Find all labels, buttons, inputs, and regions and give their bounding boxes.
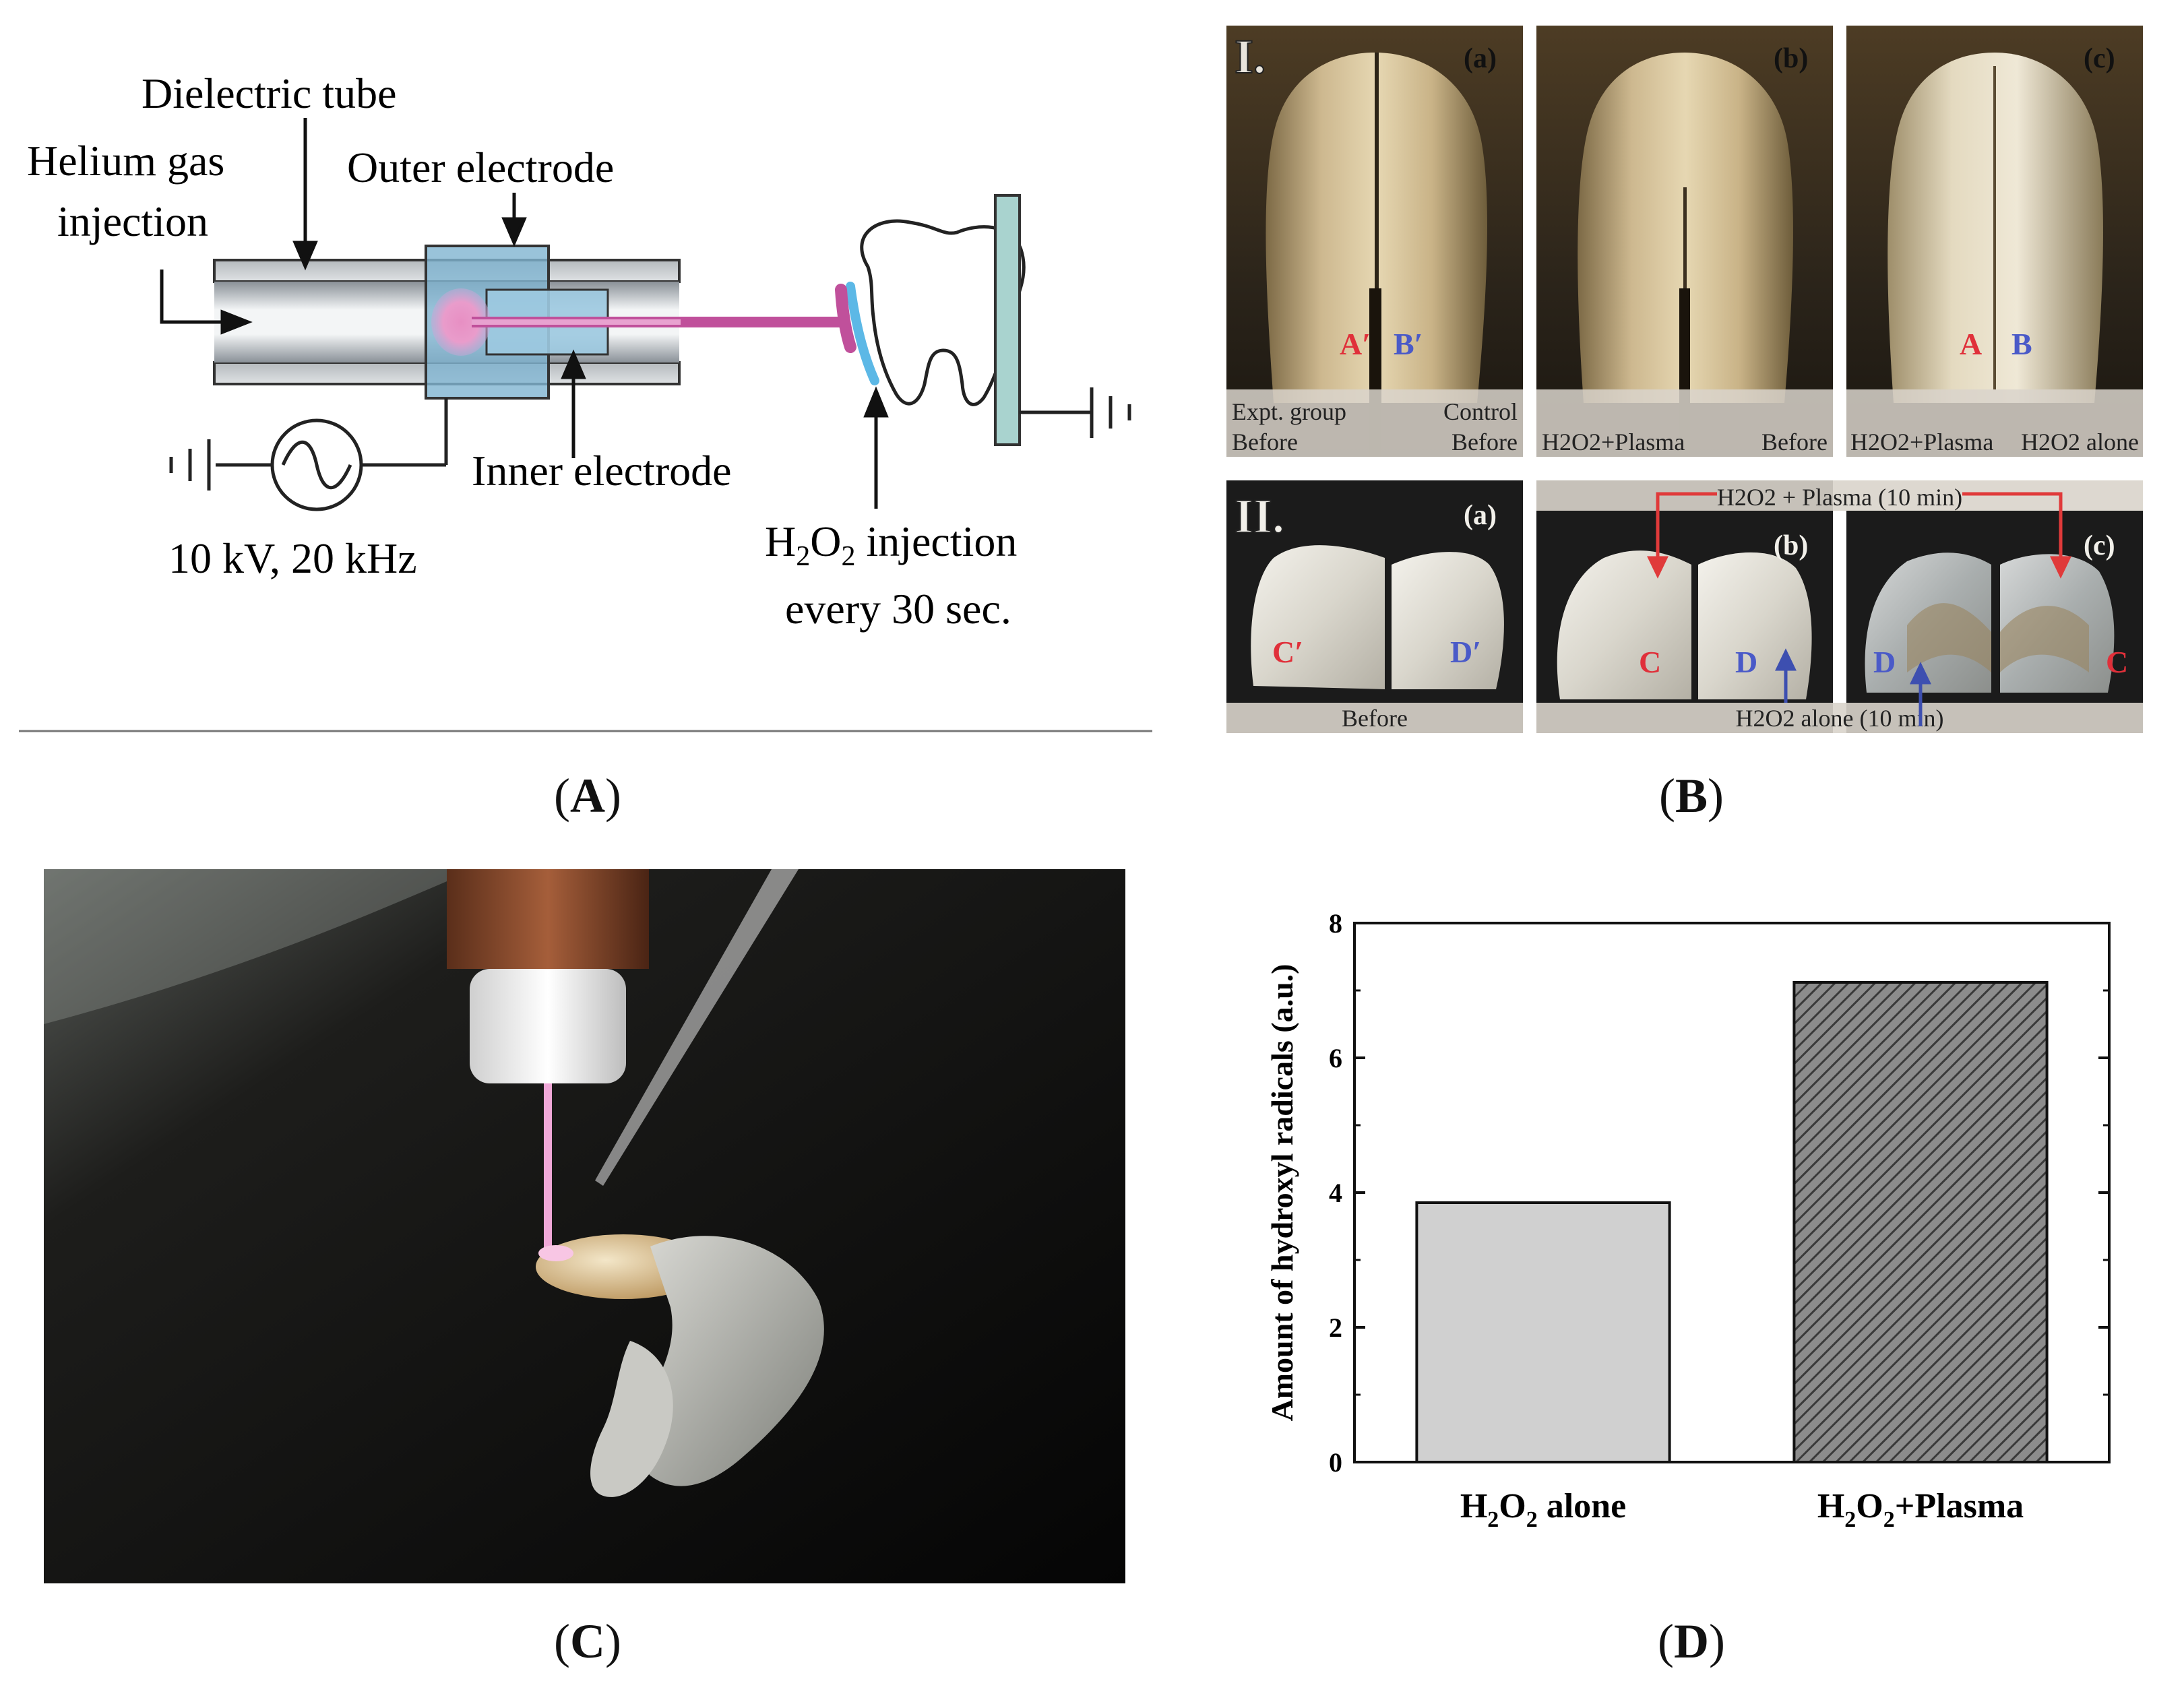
h2o2-film — [846, 282, 879, 385]
red-arrow-left — [1647, 492, 1717, 579]
tooth-lower-root — [590, 1341, 673, 1497]
mark-d-prime: D′ — [1450, 635, 1481, 669]
plasma-glow — [431, 288, 491, 356]
arrow-inner-electrode — [561, 349, 586, 458]
caption-d: (D) — [1658, 1614, 1725, 1668]
x-tick-label-0: H2O2 alone — [1460, 1487, 1626, 1532]
sub-ii-b: (b) — [1774, 530, 1808, 561]
mark-d-c: D — [1873, 645, 1896, 679]
bar-1 — [1792, 981, 2049, 1463]
plasma-contact — [835, 284, 856, 353]
label-h2o2-injection: H2O2 injection — [765, 517, 1017, 572]
ground-symbol-left — [169, 439, 211, 491]
roman-i: I. — [1235, 30, 1266, 84]
y-ticks: 0 2 4 6 8 — [1329, 908, 2109, 1478]
caption-a: (A) — [554, 769, 621, 823]
arrow-helium-injection — [160, 270, 253, 335]
red-arrow-right — [1962, 492, 2071, 579]
blue-arrow-b — [1775, 648, 1797, 703]
x-tick-label-1: H2O2+Plasma — [1817, 1487, 2024, 1532]
mark-a: A — [1960, 327, 1982, 361]
arrow-outer-electrode — [501, 193, 527, 247]
caption-c: (C) — [554, 1614, 621, 1668]
panel-b-photos: I. (a) (b) (c) A′ B′ Expt. group Before … — [1226, 26, 2143, 733]
mark-a-prime: A′ — [1340, 327, 1371, 361]
label-helium-line2: injection — [57, 197, 208, 245]
mark-b: B — [2011, 327, 2032, 361]
ii-a-bottom: Before — [1342, 705, 1408, 732]
mark-c-prime: C′ — [1272, 635, 1303, 669]
i-a-bottom-left-2: Before — [1232, 429, 1298, 455]
background-highlight — [44, 869, 475, 1024]
i-c-bottom-left: H2O2+Plasma — [1850, 429, 1993, 455]
sub-i-b: (b) — [1774, 43, 1808, 74]
panel-c-photo — [44, 869, 1125, 1583]
i-a-bottom-right-2: Before — [1452, 429, 1518, 455]
copper-electrode — [447, 869, 649, 969]
ground-symbol-right — [1090, 387, 1131, 438]
bar-0 — [1415, 1201, 1671, 1463]
tooth-root-section — [637, 1236, 824, 1486]
banner-h2o2-plasma: H2O2 + Plasma (10 min) — [1717, 484, 1962, 511]
glass-pipette — [595, 869, 799, 1186]
y-tick-label: 4 — [1329, 1178, 1342, 1208]
x-tick-labels: H2O2 alone H2O2+Plasma — [1460, 1487, 2024, 1532]
arrow-h2o2-injection — [863, 386, 889, 509]
label-helium-line1: Helium gas — [27, 137, 224, 185]
photo-ii-b — [1536, 480, 2143, 733]
plasma-spot — [538, 1245, 573, 1261]
label-outer-electrode: Outer electrode — [347, 144, 614, 191]
label-h2o2-interval: every 30 sec. — [785, 585, 1011, 633]
photo-ii-c — [1846, 511, 2143, 733]
plasma-jet-inner — [472, 319, 681, 325]
photo-i-a — [1226, 26, 1523, 457]
label-power: 10 kV, 20 kHz — [168, 534, 417, 582]
tooth-outline — [860, 219, 1026, 406]
i-c-bottom-right: H2O2 alone — [2021, 429, 2139, 455]
y-tick-label: 0 — [1329, 1447, 1342, 1478]
sub-ii-a: (a) — [1464, 500, 1497, 531]
sub-i-a: (a) — [1464, 43, 1497, 74]
mark-c-c: C — [2106, 645, 2128, 679]
roman-ii: II. — [1235, 489, 1284, 543]
photo-ii-bottom-banner — [1536, 703, 2143, 733]
plasma-plume — [544, 1083, 552, 1252]
caption-b: (B) — [1659, 769, 1724, 823]
y-tick-label: 6 — [1329, 1043, 1342, 1073]
photo-ii-a — [1226, 480, 1523, 733]
y-tick-label: 2 — [1329, 1313, 1342, 1343]
sub-ii-c: (c) — [2084, 530, 2115, 561]
banner-h2o2-alone: H2O2 alone (10 min) — [1736, 705, 1944, 732]
photo-i-c — [1846, 26, 2143, 457]
label-dielectric-tube: Dielectric tube — [142, 69, 396, 117]
panel-d-chart: 0 2 4 6 8 H2O2 alone H2O2+Plasma Amount of hy… — [1265, 908, 2111, 1532]
i-b-bottom-right: Before — [1761, 429, 1828, 455]
label-inner-electrode: Inner electrode — [472, 447, 732, 495]
mark-b-prime: B′ — [1394, 327, 1423, 361]
mark-d-b: D — [1735, 645, 1757, 679]
sine-wave-icon — [281, 441, 352, 489]
ground-plate — [994, 194, 1021, 446]
i-b-bottom-left: H2O2+Plasma — [1542, 429, 1685, 455]
sub-i-c: (c) — [2084, 43, 2115, 74]
i-a-bottom-left-1: Expt. group — [1232, 398, 1346, 425]
bars — [1415, 981, 2049, 1463]
arrow-dielectric-tube — [292, 118, 318, 271]
panel-a-diagram: Dielectric tube Helium gas injection Out… — [19, 69, 1152, 732]
i-a-bottom-right-1: Control — [1443, 398, 1518, 425]
blue-arrow-c — [1910, 662, 1931, 726]
y-axis-label: Amount of hydroxyl radicals (a.u.) — [1265, 964, 1299, 1422]
ceramic-nozzle — [470, 969, 626, 1083]
photo-i-b — [1536, 26, 1833, 457]
y-tick-label: 8 — [1329, 908, 1342, 939]
mark-c-b: C — [1639, 645, 1661, 679]
